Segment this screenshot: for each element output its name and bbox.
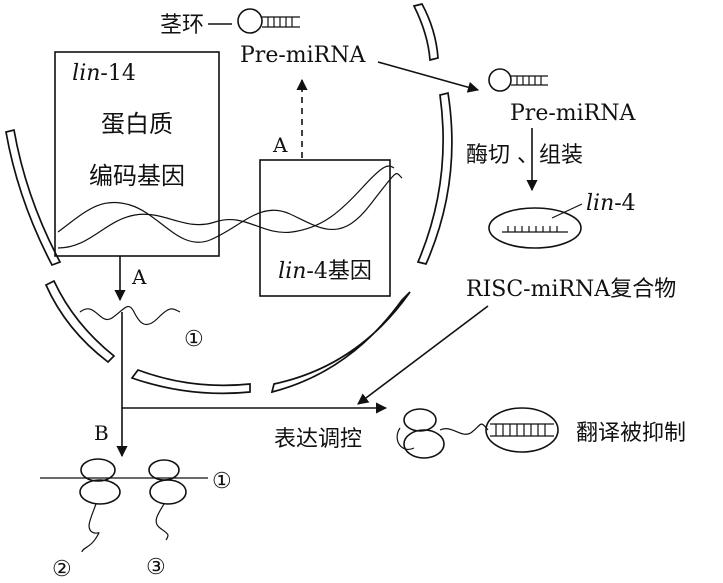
enzyme-step-label: 酶切 、组装 [466, 143, 583, 168]
risc-inhibitor-duplex [490, 423, 554, 437]
ribosome-1 [79, 458, 121, 505]
lin4-box-frame [259, 159, 391, 297]
peptide-3-mark: ③ [146, 555, 166, 580]
mrna-1-strand [79, 305, 181, 326]
pre-mirna-top-label: Pre-miRNA [240, 43, 366, 68]
envelope-segment-left-top [5, 128, 62, 267]
lin14-protein-label: 蛋白质 [101, 110, 173, 138]
envelope-segment-bottom [130, 368, 251, 395]
export-arrow [377, 61, 480, 93]
inhibited-translation: 翻译被抑制 [396, 407, 686, 459]
translation-inhibited-label: 翻译被抑制 [576, 421, 686, 446]
pre-mirna-right-label: Pre-miRNA [510, 101, 636, 126]
regulation-label: 表达调控 [274, 427, 362, 452]
hairpin-loop-right [488, 68, 512, 92]
envelope-segment-right-high [416, 91, 453, 265]
envelope-segment-top [412, 3, 439, 62]
lin14-gene-box: lin-14 蛋白质 编码基因 [54, 51, 220, 257]
lin4-gene-label: lin-4基因 [278, 259, 372, 284]
lin14-name: lin-14 [72, 61, 136, 86]
peptide-3 [155, 503, 169, 541]
envelope-segment-left-mid [44, 279, 116, 364]
lin14-coding-gene-label: 编码基因 [89, 162, 185, 190]
lin4-tag-label: lin-4 [586, 191, 636, 216]
lin4-pointer [551, 203, 583, 219]
risc-ellipse [488, 207, 582, 249]
lin4-gene-box: lin-4基因 [259, 159, 391, 297]
peptide-2 [81, 503, 100, 553]
risc-complex: lin-4 RISC-miRNA复合物 [466, 191, 676, 302]
hairpin-stem-top [262, 16, 300, 28]
ribosome-2 [148, 459, 187, 505]
mrna-2-mark: ① [212, 469, 232, 494]
mrna-1-mark: ① [184, 327, 204, 352]
hairpin-loop-top [237, 8, 263, 34]
pre-mirna-right-group: Pre-miRNA [488, 68, 636, 126]
risc-base-ticks [507, 226, 558, 232]
risc-inhibitor-ellipse [485, 407, 559, 453]
process-a-left-label: A [131, 265, 147, 289]
inhibited-mrna-strand [396, 423, 489, 450]
pre-mirna-top-group: 茎环 Pre-miRNA [160, 8, 366, 68]
risc-to-regulation-arrow [357, 305, 489, 405]
lin14-box-frame [54, 51, 220, 257]
envelope-segment-right-low [270, 291, 411, 394]
peptide-2-mark: ② [52, 557, 72, 582]
stem-loop-label: 茎环 [160, 13, 204, 38]
risc-complex-label: RISC-miRNA复合物 [466, 277, 676, 302]
process-b-label: B [94, 421, 109, 445]
dna-strand-1 [57, 173, 403, 243]
translation-site: ① ② ③ [40, 458, 232, 582]
dna-strand-2 [57, 165, 395, 249]
process-a-up-label: A [272, 133, 288, 157]
dna-double-helix [57, 165, 403, 249]
nuclear-envelope [5, 3, 453, 395]
ribosome-inhibited [403, 408, 445, 459]
